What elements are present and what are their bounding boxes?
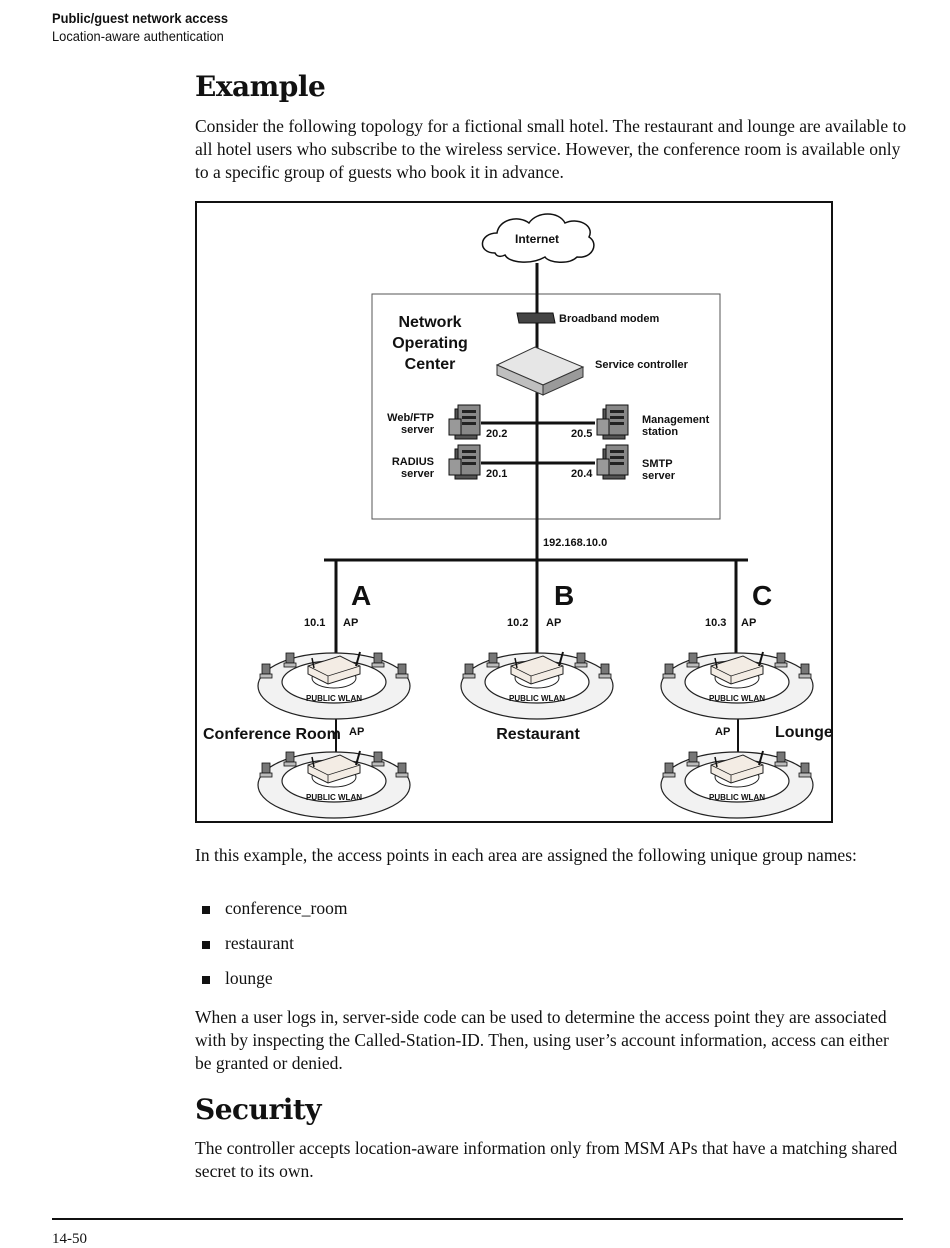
bullet-icon xyxy=(202,976,210,984)
restaurant-label: Restaurant xyxy=(496,726,580,743)
group-name: lounge xyxy=(225,968,273,988)
noc-title-line3: Center xyxy=(405,356,456,373)
page-number: 14-50 xyxy=(52,1231,87,1247)
service-controller-icon xyxy=(495,346,585,396)
noc-box xyxy=(371,293,721,520)
webftp-label-1: Web/FTP xyxy=(387,412,434,424)
wlan-cluster-b: PUBLIC WLAN xyxy=(461,652,613,719)
group-name: restaurant xyxy=(225,933,294,953)
radius-label-2: server xyxy=(401,468,435,480)
smtp-label-2: server xyxy=(642,470,676,482)
webftp-ip: 20.2 xyxy=(486,428,507,440)
bullet-icon xyxy=(202,941,210,949)
zone-b-label: B xyxy=(554,580,574,611)
webftp-label-2: server xyxy=(401,424,435,436)
security-heading: Security xyxy=(195,1093,322,1126)
wlan-label-a: PUBLIC WLAN xyxy=(306,694,362,703)
list-item: lounge xyxy=(195,968,347,1003)
list-item: conference_room xyxy=(195,898,347,933)
mgmt-ip: 20.5 xyxy=(571,428,592,440)
hotel-topology-diagram: Internet Network Operating Center Broadb… xyxy=(195,201,833,823)
running-header: Public/guest network access Location-awa… xyxy=(52,9,243,45)
internet-label: Internet xyxy=(515,232,559,246)
header-subsection: Location-aware authentication xyxy=(52,28,224,44)
zone-a-label: A xyxy=(351,580,371,611)
wlan-cluster-conference: PUBLIC WLAN xyxy=(258,751,410,818)
wlan-cluster-c: PUBLIC WLAN xyxy=(661,652,813,719)
mgmt-label-2: station xyxy=(642,426,678,438)
wlan-cluster-a: PUBLIC WLAN xyxy=(258,652,410,719)
zone-c-label: C xyxy=(752,580,772,611)
subnet-label: 192.168.10.0 xyxy=(543,537,607,549)
ap-label-b: AP xyxy=(546,617,561,629)
ap-label-conference: AP xyxy=(349,726,364,738)
ap-label-a: AP xyxy=(343,617,358,629)
ip-b: 10.2 xyxy=(507,617,528,629)
wlan-label-lounge: PUBLIC WLAN xyxy=(709,793,765,802)
wlan-label-b: PUBLIC WLAN xyxy=(509,694,565,703)
footer-rule xyxy=(52,1218,903,1220)
example-heading: Example xyxy=(195,70,326,103)
internet-cloud: Internet xyxy=(481,213,595,263)
list-item: restaurant xyxy=(195,933,347,968)
security-text: The controller accepts location-aware in… xyxy=(195,1138,898,1181)
ap-label-lounge: AP xyxy=(715,726,730,738)
groups-intro: In this example, the access points in ea… xyxy=(195,845,857,865)
smtp-label-1: SMTP xyxy=(642,458,673,470)
controller-label: Service controller xyxy=(595,359,689,371)
ip-a: 10.1 xyxy=(304,617,325,629)
wlan-cluster-lounge: PUBLIC WLAN xyxy=(661,751,813,818)
mgmt-label-1: Management xyxy=(642,414,710,426)
wlan-label-c: PUBLIC WLAN xyxy=(709,694,765,703)
radius-label-1: RADIUS xyxy=(392,456,434,468)
header-section: Public/guest network access xyxy=(52,10,229,26)
noc-title-line2: Operating xyxy=(392,335,468,352)
group-name: conference_room xyxy=(225,898,348,918)
group-name-list: conference_room restaurant lounge xyxy=(195,898,347,1003)
lounge-label: Lounge xyxy=(775,724,833,741)
radius-ip: 20.1 xyxy=(486,468,507,480)
ip-c: 10.3 xyxy=(705,617,726,629)
smtp-ip: 20.4 xyxy=(571,468,593,480)
ap-label-c: AP xyxy=(741,617,756,629)
noc-title-line1: Network xyxy=(398,314,461,331)
modem-icon xyxy=(516,312,556,324)
groups-after: When a user logs in, server-side code ca… xyxy=(195,1007,889,1073)
wlan-label-conference: PUBLIC WLAN xyxy=(306,793,362,802)
conference-room-label: Conference Room xyxy=(203,726,341,743)
example-intro: Consider the following topology for a fi… xyxy=(195,116,907,182)
bullet-icon xyxy=(202,906,210,914)
modem-label: Broadband modem xyxy=(559,313,659,325)
